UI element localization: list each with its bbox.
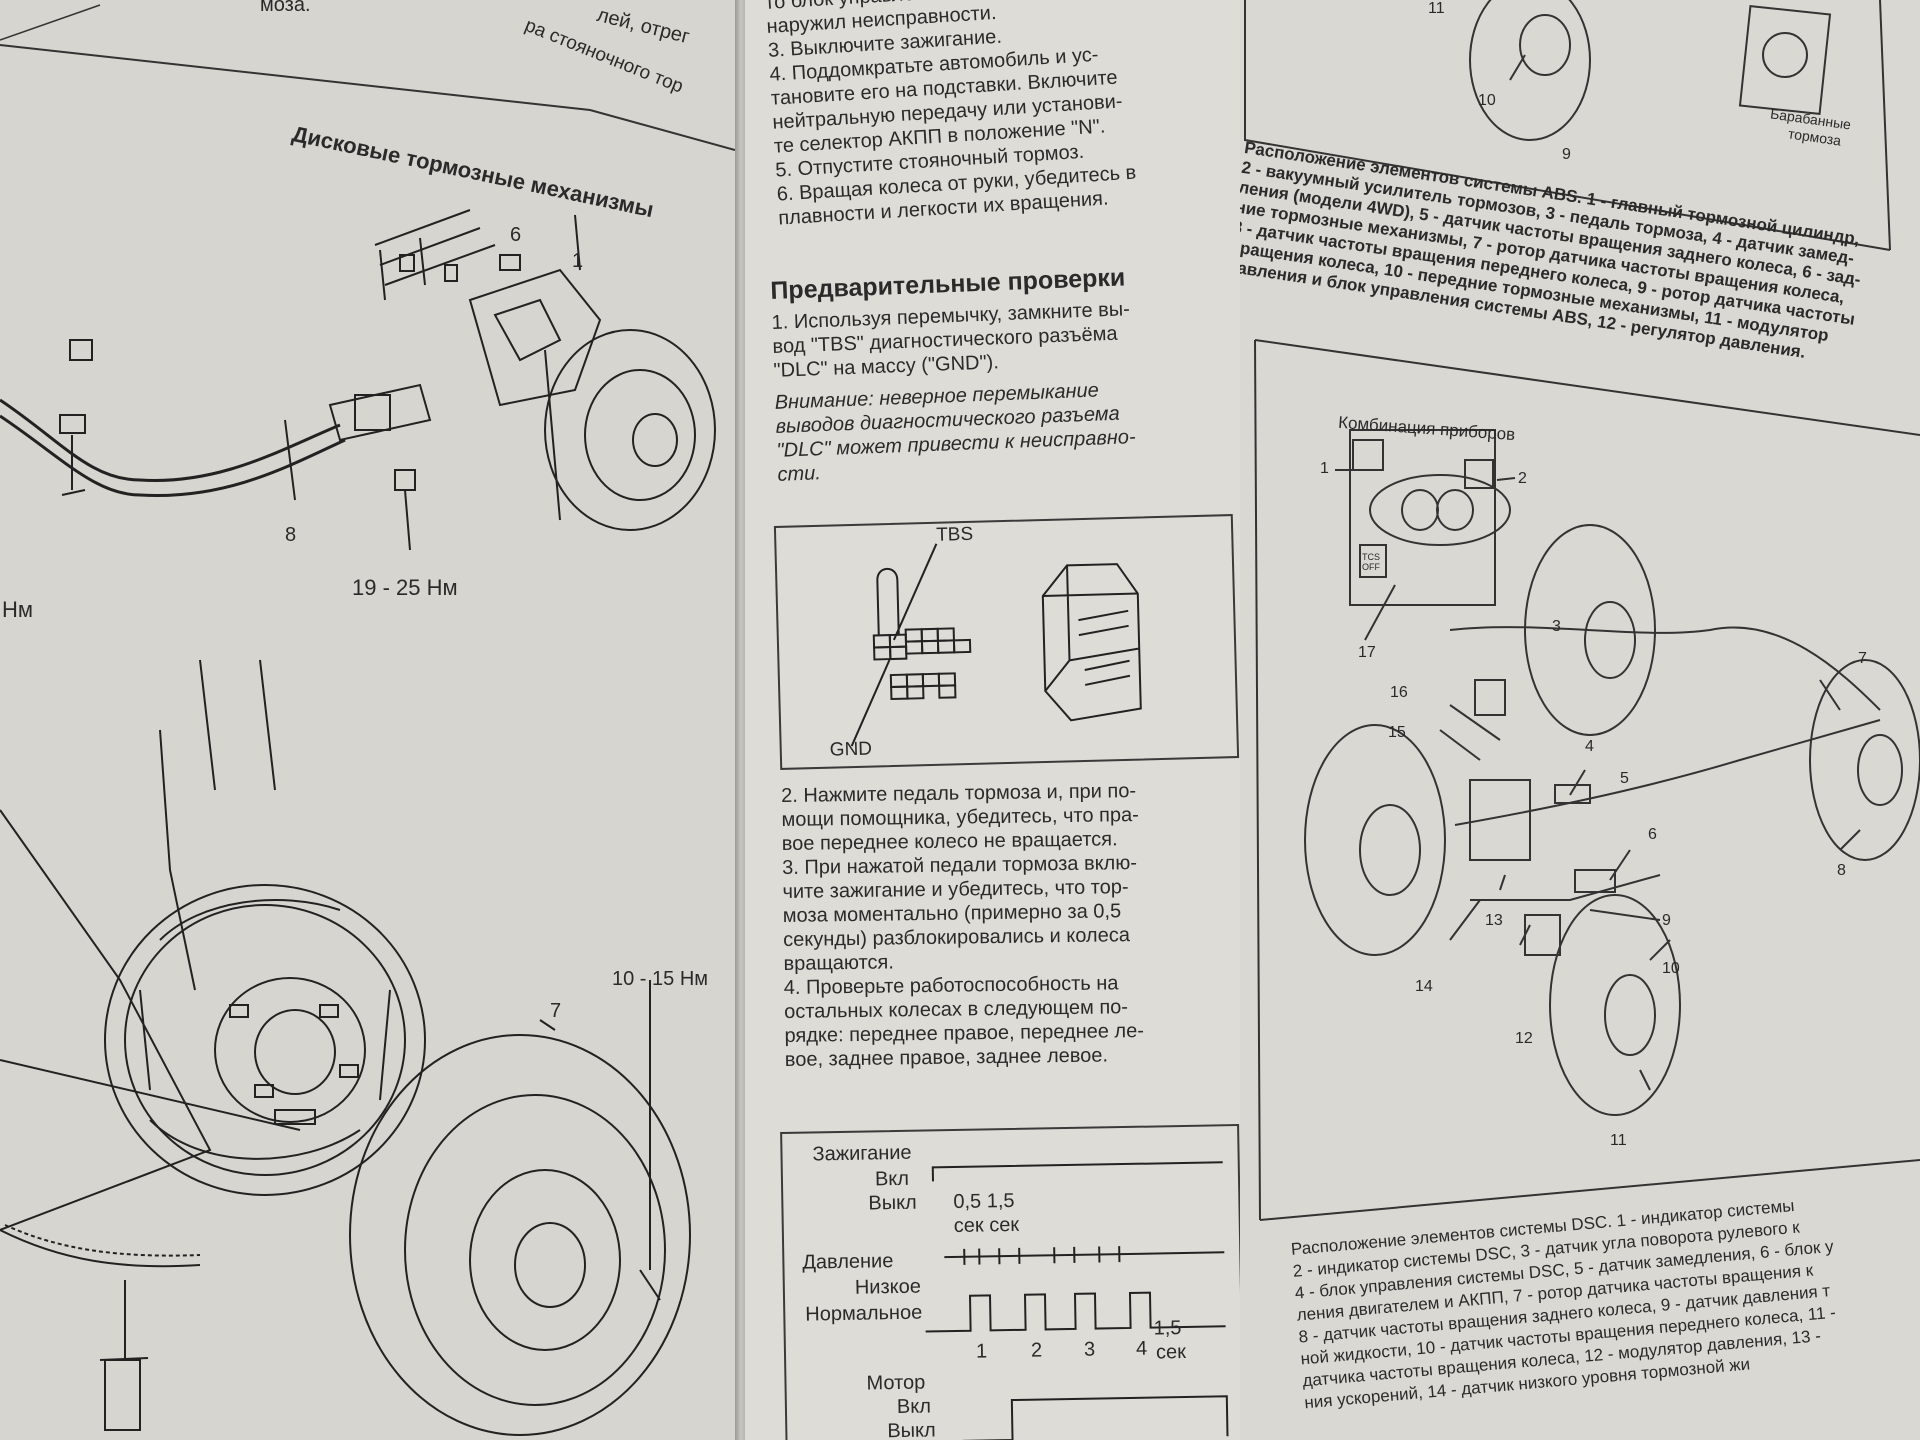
- left-top-text-3: моза.: [260, 0, 311, 16]
- dsc-callout-12: 12: [1515, 1030, 1533, 1047]
- dsc-callout-10: 10: [1662, 960, 1680, 977]
- steps-line-6: секунды) разблокировались и колеса: [783, 924, 1131, 951]
- dlc-tbs-label: TBS: [935, 523, 974, 546]
- timing-pulse-2: 2: [1030, 1339, 1043, 1362]
- callout-8: 8: [285, 524, 297, 546]
- timing-low: Низкое: [854, 1275, 922, 1299]
- dsc-callout-17: 17: [1358, 644, 1376, 661]
- torque-partial: Нм: [2, 597, 34, 622]
- timing-off-1: Выкл: [868, 1191, 917, 1215]
- timing-normal: Нормальное: [805, 1301, 923, 1326]
- timing-last-sec-unit: сек: [1155, 1340, 1187, 1364]
- timing-ignition: Зажигание: [812, 1141, 912, 1166]
- dsc-callout-16: 16: [1390, 684, 1408, 701]
- dsc-callout-9: 9: [1662, 912, 1671, 929]
- warning-line-3: сти.: [777, 462, 822, 486]
- dsc-callout-13: 13: [1485, 912, 1503, 929]
- disc-brake-drawing: [0, 190, 735, 810]
- timing-pulse-1: 1: [975, 1340, 988, 1363]
- dsc-callout-11: 11: [1610, 1132, 1627, 1149]
- callout-1: 1: [572, 250, 584, 272]
- dsc-callout-2: 2: [1518, 470, 1527, 487]
- callout-7: 7: [550, 1000, 562, 1022]
- timing-last-sec-value: 1,5: [1153, 1317, 1182, 1340]
- middle-page: то блок управления системы ABS об- наруж…: [745, 0, 1250, 1440]
- left-diagram-frame: [0, 0, 735, 1440]
- dsc-callout-5: 5: [1620, 770, 1629, 787]
- dsc-callout-15: 15: [1388, 724, 1406, 741]
- abs-top-callout-10: 10: [1478, 92, 1496, 109]
- dsc-callout-3: 3: [1552, 618, 1561, 635]
- steps-line-4: чите зажигание и убедитесь, что тор-: [782, 876, 1129, 903]
- steps-line-2: вое переднее колесо не вращается.: [781, 828, 1118, 855]
- dsc-callout-4: 4: [1585, 738, 1594, 755]
- dsc-callout-6: 6: [1648, 826, 1657, 843]
- steps-line-11: вое, заднее правое, заднее левое.: [784, 1044, 1109, 1071]
- callout-6: 6: [510, 224, 522, 246]
- steps-line-9: остальных колесах в следующем по-: [784, 996, 1129, 1023]
- dlc-connector-figure: TBS GND: [773, 514, 1240, 770]
- timing-times: 0,5 1,5: [953, 1189, 1015, 1214]
- torque-19-25: 19 - 25 Нм: [352, 575, 458, 600]
- dlc-gnd-label: GND: [829, 738, 873, 761]
- tcs-off-label: TCS OFF: [1362, 552, 1380, 572]
- preliminary-heading: Предварительные проверки: [769, 263, 1126, 305]
- timing-waveforms: [782, 1126, 1243, 1440]
- steps-line-5: моза моментально (примерно за 0,5: [782, 900, 1122, 927]
- dsc-callout-1: 1: [1320, 460, 1329, 477]
- dsc-callout-8: 8: [1837, 862, 1846, 879]
- timing-on-2: Вкл: [896, 1395, 932, 1419]
- abs-top-callout-9: 9: [1562, 146, 1571, 163]
- timing-sec: сек сек: [953, 1213, 1020, 1238]
- timing-pulse-4: 4: [1135, 1337, 1148, 1360]
- timing-pressure: Давление: [802, 1250, 894, 1274]
- timing-off-2: Выкл: [887, 1419, 936, 1440]
- timing-motor: Мотор: [866, 1371, 926, 1395]
- steps-line-8: 4. Проверьте работоспособность на: [783, 972, 1119, 999]
- timing-on-1: Вкл: [874, 1167, 910, 1191]
- right-page: 11 10 9 Барабанные тормоза Расположение …: [1240, 0, 1920, 1440]
- dsc-figure-drawing: [1240, 340, 1920, 1240]
- timing-pulse-3: 3: [1083, 1338, 1096, 1361]
- drum-brake-drawing: [0, 660, 735, 1440]
- dsc-callout-7: 7: [1858, 650, 1867, 667]
- dlc-connector-drawing: [776, 516, 1237, 768]
- left-page: лей, отрег ра стояночного тор моза. Диск…: [0, 0, 735, 1440]
- timing-diagram: Зажигание Вкл Выкл 0,5 1,5 сек сек Давле…: [780, 1124, 1245, 1440]
- abs-figure-frame: [1240, 0, 1920, 260]
- steps-line-7: вращаются.: [783, 951, 894, 975]
- abs-top-callout-11: 11: [1428, 0, 1445, 17]
- dsc-callout-14: 14: [1415, 978, 1433, 995]
- torque-10-15: 10 - 15 Нм: [612, 968, 709, 990]
